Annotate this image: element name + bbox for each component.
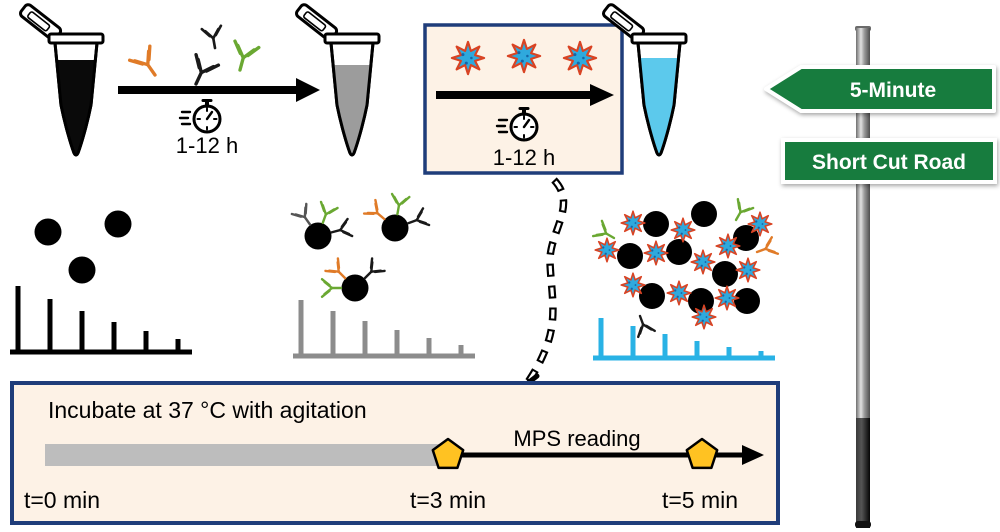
target-star-icon bbox=[714, 285, 740, 311]
target-star-icon bbox=[620, 210, 646, 236]
stopwatch-icon-1 bbox=[178, 98, 222, 134]
target-star-icon bbox=[670, 217, 696, 243]
signpost bbox=[764, 26, 997, 528]
arrowhead bbox=[296, 78, 320, 102]
nanoparticle-icon bbox=[34, 218, 62, 246]
nanoparticle-icon bbox=[643, 211, 669, 237]
mps-spectrum-clustered bbox=[593, 318, 775, 361]
duration-label-1: 1-12 h bbox=[176, 133, 238, 158]
timepoint-label-3: t=3 min bbox=[410, 487, 486, 513]
nanoparticle-icon bbox=[666, 239, 692, 265]
tube3-rim bbox=[630, 32, 688, 45]
antibody-icon-orange bbox=[127, 44, 167, 84]
antibody-icon-green bbox=[226, 39, 261, 75]
antibody-icon-black-small bbox=[200, 24, 226, 52]
mnp-star-icon bbox=[450, 40, 486, 76]
sign-short-cut-road bbox=[781, 138, 997, 184]
target-star-icon bbox=[643, 240, 669, 266]
arrowhead bbox=[742, 445, 764, 465]
nanoparticle-cluster-unmodified bbox=[34, 210, 132, 284]
nanoparticle-cluster-aggregated bbox=[591, 197, 780, 339]
tube-blue-bound bbox=[600, 1, 688, 157]
antibody-icon-green bbox=[320, 278, 343, 298]
antibody-icon-black bbox=[183, 53, 221, 91]
target-star-icon bbox=[594, 237, 620, 263]
antibody-icon-black bbox=[328, 217, 354, 243]
incubation-bar bbox=[45, 444, 450, 466]
sign-5-minute bbox=[764, 65, 996, 113]
target-star-icon bbox=[715, 233, 741, 259]
nanoparticle-icon bbox=[617, 243, 643, 269]
sign-label-5-minute: 5-Minute bbox=[850, 79, 936, 102]
nanoparticle-icon bbox=[68, 256, 96, 284]
nanoparticle-icon bbox=[688, 288, 714, 314]
antibody-icon-black bbox=[403, 207, 431, 233]
target-star-icon bbox=[620, 272, 646, 298]
mnp-star-icon bbox=[506, 38, 542, 74]
antibody-icon-green bbox=[727, 197, 755, 226]
nanoparticle-icon bbox=[304, 222, 332, 250]
antibody-icon-green bbox=[387, 192, 411, 217]
nanoparticle-icon bbox=[104, 210, 132, 238]
nanoparticle-icon bbox=[639, 283, 665, 309]
mps-spectrum-unmodified bbox=[10, 286, 192, 355]
nanoparticle-cluster-functionalized bbox=[290, 192, 431, 302]
tube1-rim bbox=[47, 32, 105, 45]
nanoparticle-icon bbox=[341, 274, 369, 302]
target-star-icon bbox=[690, 249, 716, 275]
target-star-icon bbox=[666, 280, 692, 306]
nanoparticle-icon bbox=[734, 288, 760, 314]
mps-reading-label: MPS reading bbox=[513, 426, 640, 451]
timepoint-label-0: t=0 min bbox=[24, 487, 100, 513]
mnp-star-icon bbox=[562, 40, 598, 76]
tube-black-sample bbox=[17, 1, 105, 157]
arrowhead bbox=[590, 84, 614, 106]
pole-bottom-cap bbox=[855, 521, 871, 528]
mps-spectrum-functionalized bbox=[293, 300, 475, 359]
nanoparticle-icon bbox=[691, 201, 717, 227]
target-star-icon bbox=[735, 257, 761, 283]
tube2-rim bbox=[323, 32, 381, 45]
target-star-icon bbox=[691, 304, 717, 330]
sign-label-short-cut-road: Short Cut Road bbox=[812, 151, 966, 174]
functionalization-arrow bbox=[118, 78, 320, 102]
binding-arrow bbox=[436, 84, 614, 106]
nanoparticle-icon bbox=[712, 261, 738, 287]
incubation-title: Incubate at 37 °C with agitation bbox=[48, 397, 367, 423]
target-star-icon bbox=[747, 211, 773, 237]
dashed-transfer-arrow bbox=[512, 177, 568, 403]
duration-label-2: 1-12 h bbox=[493, 145, 555, 170]
signpost-pole-lower bbox=[856, 418, 870, 528]
timepoint-label-5: t=5 min bbox=[662, 487, 738, 513]
nanoparticle-icon bbox=[381, 214, 409, 242]
antibody-icon-green bbox=[313, 200, 339, 228]
